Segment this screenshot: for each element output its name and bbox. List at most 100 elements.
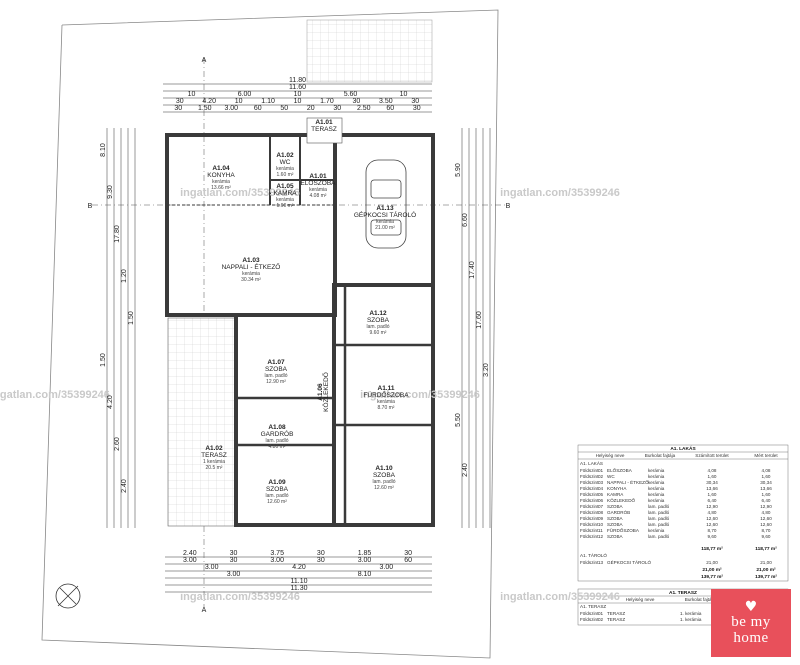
top-dimension: 50 <box>280 105 288 112</box>
schedule-cell: 4,08 <box>708 468 717 473</box>
schedule-cell: Földszint <box>580 534 599 539</box>
top-dimension: 20 <box>307 105 315 112</box>
watermark: ingatlan.com/35399246 <box>180 591 300 603</box>
schedule-cell: 12 <box>598 534 604 539</box>
room-area: 30.34 m² <box>241 277 261 283</box>
schedule-cell: Földszint <box>580 528 599 533</box>
schedule-cell: 30,34 <box>760 480 772 485</box>
schedule-cell: 6,40 <box>708 498 717 503</box>
schedule-cell: Földszint <box>580 492 599 497</box>
bottom-dimension: 11.10 <box>291 578 308 585</box>
schedule-cell: 11 <box>598 528 603 533</box>
bottom-dimension: 30 <box>404 550 412 557</box>
schedule-cell: 12,60 <box>706 522 718 527</box>
bottom-dimension: 30 <box>317 550 325 557</box>
bottom-dimension: 3.00 <box>227 571 241 578</box>
room-area: 13.66 m² <box>211 185 231 191</box>
left-dimension: 9.30 <box>107 185 114 199</box>
schedule-cell: 01 <box>598 611 604 616</box>
top-dimension: 1.10 <box>261 98 275 105</box>
room-area: 9.60 m² <box>370 330 387 336</box>
room-code: A1.01 <box>309 173 327 180</box>
schedule-cell: 8,70 <box>708 528 717 533</box>
right-dimension: 5.90 <box>455 163 462 177</box>
schedule-cell: lam. padló <box>648 516 670 521</box>
bottom-dimension: 60 <box>404 557 412 564</box>
room-floor: lam. padló <box>265 493 288 499</box>
schedule-cell: 04 <box>598 486 604 491</box>
bottom-dimension: 3.00 <box>205 564 219 571</box>
left-dimension: 1.20 <box>121 269 128 283</box>
schedule-cell: lam. padló <box>648 504 670 509</box>
logo-line2: home <box>733 630 769 646</box>
schedule-cell: lam. padló <box>648 510 670 515</box>
bottom-dimension: 4.20 <box>292 564 306 571</box>
car-outline <box>365 159 407 249</box>
right-dimension: 17.60 <box>476 311 483 329</box>
bottom-dimension: 3.00 <box>380 564 394 571</box>
schedule-cell: 4,80 <box>708 510 717 515</box>
schedule-subtotal: 118,77 m² <box>701 546 723 552</box>
schedule-header: Mért terület <box>754 453 778 458</box>
schedule-header: Számított terület <box>695 453 729 458</box>
schedule-header: Burkolat fajtája <box>685 597 716 602</box>
room-area: 12.60 m² <box>374 485 394 491</box>
schedule-cell: kerámia <box>648 474 665 479</box>
room-code: A1.05 <box>276 183 294 190</box>
schedule-cell: 21,00 <box>706 560 718 565</box>
schedule-cell: Földszint <box>580 498 599 503</box>
schedule-cell: 09 <box>598 516 604 521</box>
schedule-cell: 05 <box>598 492 604 497</box>
bottom-dimension: 30 <box>230 557 238 564</box>
schedule-cell: KONYHA <box>607 486 627 491</box>
schedule-cell: kerámia <box>648 480 665 485</box>
schedule-header: Helyiség neve <box>626 597 655 602</box>
schedule-cell: 02 <box>598 617 604 622</box>
room-code: A1.11 <box>378 385 395 392</box>
schedule-cell: Földszint <box>580 486 599 491</box>
schedule-cell: SZOBA <box>607 516 624 521</box>
room-area: 21.00 m² <box>375 225 395 231</box>
right-dimension: 2.40 <box>462 463 469 477</box>
schedule-cell: Földszint <box>580 510 599 515</box>
left-dimension-lines <box>106 128 136 528</box>
schedule-cell: kerámia <box>648 492 665 497</box>
schedule-cell: GARDRÓB <box>607 509 630 515</box>
schedule-cell: 02 <box>598 474 604 479</box>
schedule-cell: 13 <box>598 560 604 565</box>
entry-terrace <box>306 117 343 144</box>
left-dimension: 2.60 <box>114 437 121 451</box>
section-label-a: A <box>202 607 207 614</box>
north-arrow <box>55 583 81 609</box>
top-dimension: 10 <box>294 91 302 98</box>
schedule-cell: 8,70 <box>762 528 771 533</box>
schedule-cell: 21,00 <box>760 560 772 565</box>
room-code: A1.12 <box>369 310 387 317</box>
room-name: GARDRÓB <box>261 429 294 438</box>
schedule-cell: TERASZ <box>607 617 625 622</box>
section-label-b: B <box>506 203 511 210</box>
bottom-dimension: 3.00 <box>183 557 197 564</box>
schedule-cell: SZOBA <box>607 504 624 509</box>
top-dimension: 30 <box>174 105 182 112</box>
right-dimension: 17.40 <box>469 261 476 279</box>
bottom-dimension: 3.00 <box>270 557 284 564</box>
top-dimension: 30 <box>413 105 421 112</box>
top-dimension: 2.50 <box>357 105 371 112</box>
room-floor: kerámia <box>212 179 230 185</box>
top-dimension: 30 <box>176 98 184 105</box>
top-dimension: 60 <box>254 105 262 112</box>
schedule-cell: kerámia <box>648 468 665 473</box>
room-floor: kerámia <box>377 399 395 405</box>
room-floor: 1 kerámia <box>203 459 225 465</box>
schedule-cell: 13,66 <box>760 486 772 491</box>
schedule-cell: SZOBA <box>607 534 624 539</box>
schedule-cell: Földszint <box>580 468 599 473</box>
room-code: A1.02 <box>205 445 223 452</box>
top-dimension: 30 <box>411 98 419 105</box>
room-name: GÉPKOCSI TÁROLÓ <box>354 210 416 219</box>
schedule-cell: 9,60 <box>708 534 717 539</box>
schedule-cell: kerámia <box>648 528 665 533</box>
room-area: 4.08 m² <box>310 193 327 199</box>
